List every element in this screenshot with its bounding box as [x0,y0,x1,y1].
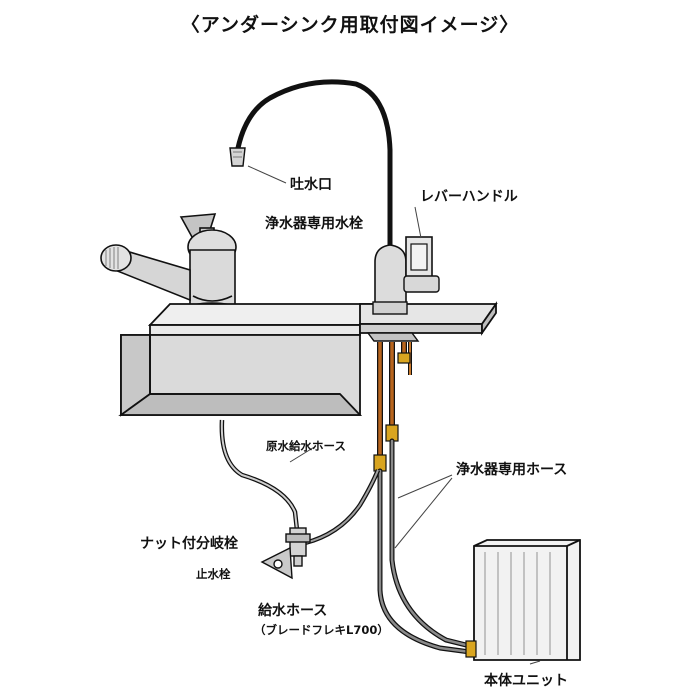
supply-hose [304,469,381,546]
purifier-faucet [229,79,440,342]
label-purifier-hose: 浄水器専用ホース [456,462,568,478]
label-raw-water-hose: 原水給水ホース [266,439,346,453]
branch-valve [285,527,311,567]
label-spout: 吐水口 [290,177,332,193]
diagram-title: 〈アンダーシンク用取付図イメージ〉 [180,14,520,36]
leader-lines [247,165,541,665]
label-branch-valve: ナット付分岐栓 [140,536,238,552]
main-unit [465,539,581,661]
faucet-hoses [373,342,412,472]
label-stop-valve: 止水栓 [196,567,231,581]
label-purifier-faucet: 浄水器専用水栓 [265,216,363,232]
label-lever-handle: レバーハンドル [420,189,518,205]
stop-valve [260,546,293,580]
purifier-hoses [377,438,473,655]
sink [118,303,374,417]
label-supply-hose: 給水ホース [258,603,328,619]
label-main-unit: 本体ユニット [484,673,568,689]
kitchen-mixer-faucet [100,213,237,314]
raw-water-hose [219,419,300,531]
label-supply-hose-note: （ブレードフレキL700） [254,623,389,637]
